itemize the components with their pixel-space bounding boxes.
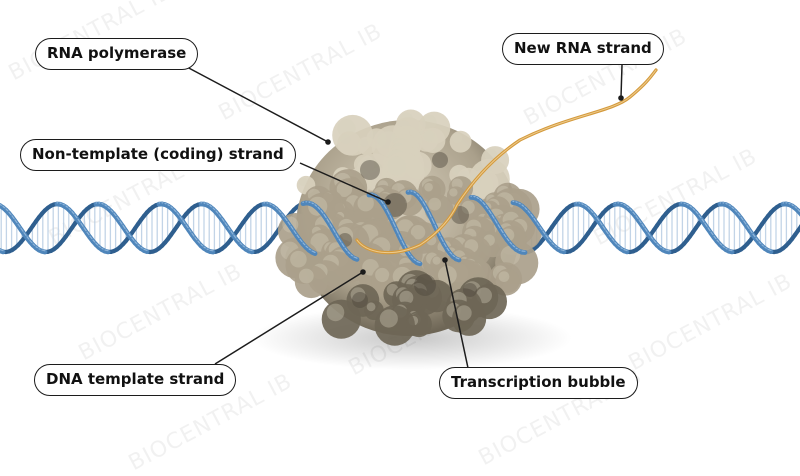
- protein-lobe-highlight: [428, 198, 441, 211]
- protein-lobe-highlight: [340, 134, 351, 145]
- dna-strand-segment-highlight: [210, 250, 213, 251]
- dna-strand-segment-highlight: [249, 250, 252, 251]
- dna-strand-segment-highlight: [666, 250, 669, 251]
- leader-dot-dna-template: [360, 269, 366, 275]
- protein-lobe-highlight: [387, 156, 406, 175]
- protein-lobe-highlight: [375, 268, 389, 282]
- protein-lobe: [420, 128, 445, 153]
- dna-strand-segment: [105, 251, 108, 252]
- protein-lobe: [337, 131, 361, 155]
- dna-strand-segment: [210, 252, 213, 253]
- protein-lobe-highlight: [499, 271, 510, 282]
- label-new-rna-strand: New RNA strand: [502, 33, 664, 65]
- protein-lobe-highlight: [424, 183, 433, 192]
- protein-lobe-highlight: [327, 304, 345, 322]
- protein-lobe-highlight: [423, 130, 434, 141]
- protein-cavity: [352, 292, 368, 308]
- dna-strand-segment: [729, 251, 732, 252]
- protein-lobe-highlight: [299, 269, 314, 284]
- protein-lobe-highlight: [360, 139, 368, 147]
- protein-cavity: [360, 160, 380, 180]
- label-non-template-strand: Non-template (coding) strand: [20, 139, 296, 171]
- label-transcription-bubble: Transcription bubble: [439, 367, 638, 399]
- protein-lobe: [295, 265, 328, 298]
- protein-lobe-highlight: [453, 133, 463, 143]
- dna-strand-segment: [249, 251, 252, 252]
- leader-dot-new-rna: [618, 95, 624, 101]
- leader-dot-transcription-bubble: [442, 257, 448, 263]
- protein-lobe-highlight: [367, 302, 376, 311]
- leader-dot-rna-polymerase: [325, 139, 331, 145]
- dna-strand-segment-highlight: [42, 250, 45, 251]
- dna-strand-segment: [42, 251, 45, 252]
- label-rna-polymerase: RNA polymerase: [35, 38, 198, 70]
- protein-lobe-highlight: [299, 178, 307, 186]
- leader-dot-non-template: [385, 199, 391, 205]
- leader-line-rna-polymerase: [185, 66, 328, 142]
- label-dna-template-strand: DNA template strand: [34, 364, 236, 396]
- protein-lobe-highlight: [290, 251, 307, 268]
- protein-lobe-highlight: [422, 115, 436, 129]
- protein-cavity: [414, 274, 436, 296]
- protein-lobe-highlight: [358, 195, 374, 211]
- protein-lobe-highlight: [456, 305, 471, 320]
- protein-lobe-highlight: [433, 257, 441, 265]
- dna-strand-segment-highlight: [105, 250, 108, 251]
- dna-strand-segment-highlight: [561, 250, 564, 251]
- dna-strand-segment-highlight: [729, 250, 732, 251]
- protein-lobe-highlight: [449, 188, 457, 196]
- dna-strand-segment: [561, 251, 564, 252]
- diagram-canvas: BIOCENTRAL IB BIOCENTRAL IB BIOCENTRAL I…: [0, 0, 800, 450]
- protein-lobe: [450, 131, 472, 153]
- leader-line-new-rna: [621, 65, 622, 97]
- protein-cavity: [463, 283, 477, 297]
- protein-lobe: [375, 305, 415, 345]
- protein-cavity: [432, 152, 448, 168]
- protein-lobe-highlight: [380, 309, 398, 327]
- dna-strand-segment: [666, 251, 669, 252]
